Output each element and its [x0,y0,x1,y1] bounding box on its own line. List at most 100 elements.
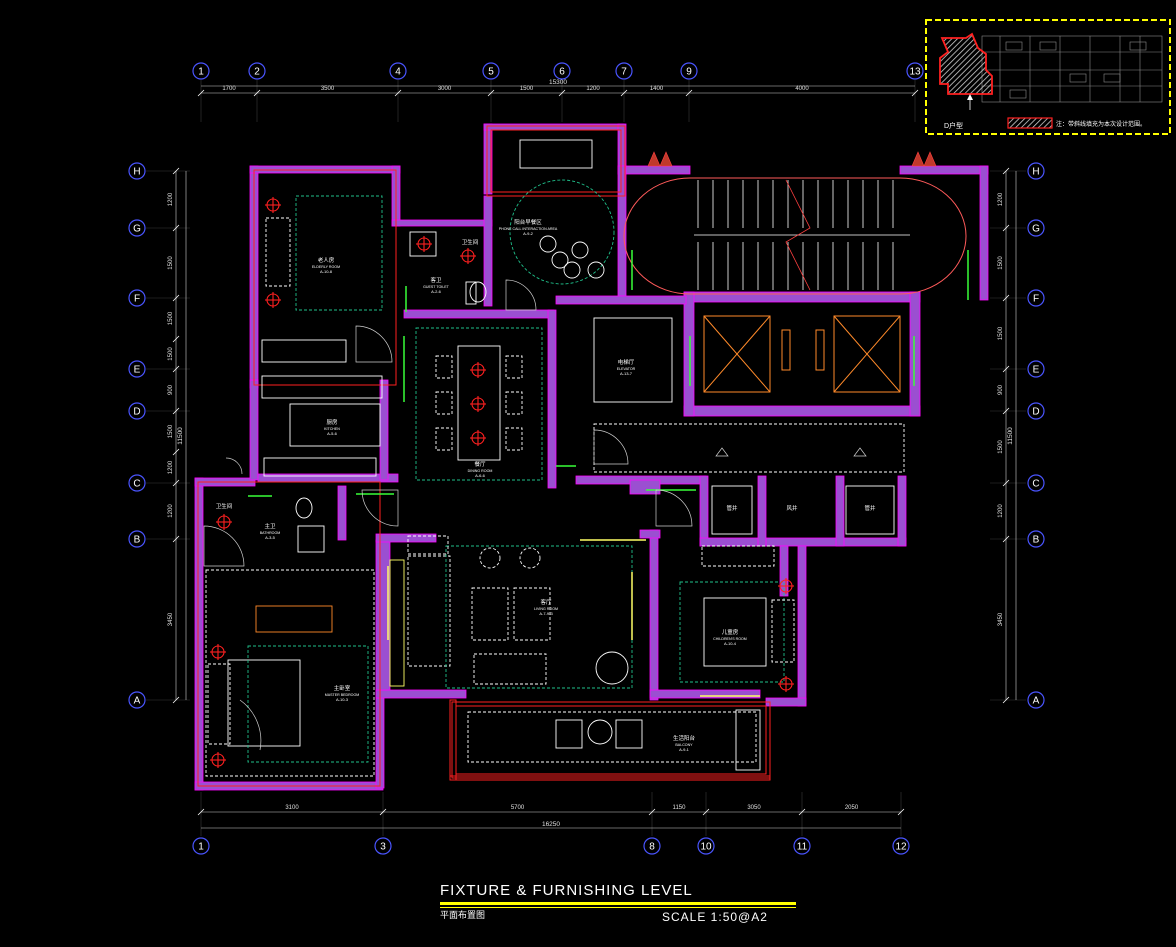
room-code: A-13-7 [620,371,633,376]
room-name: 厨房 [326,418,338,426]
grid-label-bottom: 12 [895,842,907,853]
drawing-title: FIXTURE & FURNISHING LEVEL [440,882,693,899]
room-name-en: DINING ROOM [468,469,493,473]
room-code: A-9-2 [523,231,534,236]
dimension-tick [1002,535,1010,543]
key-plan-legend-note: 注：带斜线填充为本次设计范围。 [1056,120,1146,128]
grid-bubble [128,691,146,709]
dimension-tick [1002,365,1010,373]
dimension-tick [648,808,656,816]
room-name: 卫生间 [216,502,233,510]
dimension-right-segment: 3450 [998,612,1004,626]
dimension-tick [1002,696,1010,704]
key-plan-unit-label: D户型 [944,121,963,130]
room-name: 生活阳台 [673,734,696,742]
grid-label-right: C [1032,479,1039,490]
grid-bubble [1027,360,1045,378]
grid-label-right: F [1033,294,1039,305]
dimension-top-segment: 1500 [520,86,534,92]
room-name-en: BATHROOM [260,531,281,535]
room-name-en: KITCHEN [324,427,340,431]
dimension-left-segment: 1500 [168,256,174,270]
red-fixtures [210,197,794,768]
room-name: 卫生间 [462,238,479,246]
grid-label-right: D [1032,407,1039,418]
grid-bubble [892,837,910,855]
dimension-tick [172,224,180,232]
grid-bubble [389,62,407,80]
grid-bubble [1027,530,1045,548]
dimension-top-segment: 1400 [650,86,664,92]
room-name: 阳台早餐区 [514,218,542,226]
dimension-left-segment: 1200 [168,504,174,518]
dimension-top-segment: 1200 [586,86,600,92]
room-name: 客卫 [430,276,442,284]
dimension-tick [172,448,180,456]
grid-label-left: E [134,365,141,376]
dimension-tick [1002,479,1010,487]
grid-label-top: 9 [686,67,692,78]
grid-label-bottom: 8 [649,842,655,853]
dimension-tick [394,89,402,97]
dimension-tick [1002,224,1010,232]
dimension-left-segment: 1500 [168,424,174,438]
room-code: A-10-8 [320,269,333,274]
grid-bubble [1027,474,1045,492]
grid-bubble [1027,162,1045,180]
grid-bubble [128,530,146,548]
dimension-right-segment: 1500 [998,440,1004,454]
grid-bubble [128,360,146,378]
grid-label-right: A [1033,696,1040,707]
grid-label-left: D [133,407,140,418]
stair-treads [694,179,910,291]
dimension-tick [197,808,205,816]
furniture [205,139,905,777]
dimension-tick [1002,407,1010,415]
dimension-tick [172,535,180,543]
dimension-bottom-segment: 2050 [845,805,859,811]
grid-bubble [192,837,210,855]
room-name: 电梯厅 [618,358,635,366]
room-code: A-10-4 [724,641,737,646]
room-code: A-6-6 [475,473,486,478]
dimension-top-total: 15300 [549,79,567,86]
grid-label-bottom: 1 [198,842,204,853]
grid-bubble [128,402,146,420]
key-plan: D户型 注：带斜线填充为本次设计范围。 [925,19,1171,135]
grid-label-top: 13 [909,67,921,78]
dimension-tick [172,335,180,343]
dimension-tick [620,89,628,97]
room-name-en: CHILDREN'S ROOM [713,637,747,641]
room-code: A-9-1 [679,747,690,752]
grid-label-top: 5 [488,67,494,78]
dimension-bottom-total: 16250 [542,821,560,828]
grid-label-bottom: 3 [380,842,386,853]
dimension-right-segment: 1500 [998,326,1004,340]
dimension-left-segment: 900 [168,384,174,395]
door-swings [203,279,867,751]
title-rule-thick [440,902,796,905]
grid-bubble [1027,219,1045,237]
elevator-shafts [703,315,901,393]
drawing-scale: SCALE 1:50@A2 [662,910,768,924]
dimension-tick [172,479,180,487]
dimension-right-segment: 1200 [998,192,1004,206]
dimension-left-segment: 1200 [168,460,174,474]
dimension-left-segment: 1200 [168,192,174,206]
room-name: 管井 [864,504,876,512]
room-name-en: PHONE CALL INTERACTION AREA [499,227,558,231]
grid-bubble [1027,402,1045,420]
dimension-tick [558,89,566,97]
grid-bubble [680,62,698,80]
room-code: A-2-6 [431,289,442,294]
grid-label-right: E [1033,365,1040,376]
dimension-tick [172,407,180,415]
stair-decoration [647,151,937,167]
room-code: A-10-3 [336,697,349,702]
dimension-tick [798,808,806,816]
grid-label-top: 1 [198,67,204,78]
